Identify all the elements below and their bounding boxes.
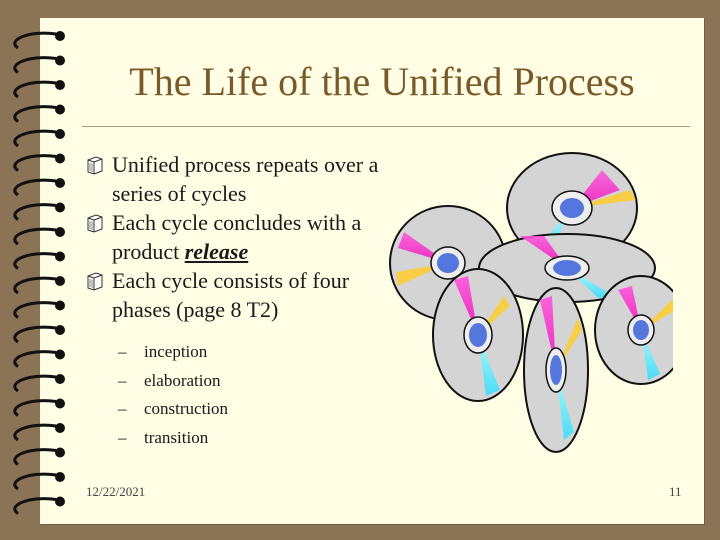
binding-ring [13,80,57,99]
phase-text: transition [144,427,209,447]
binding-ring [13,129,57,148]
cd-disc [432,268,524,402]
binding-ring [13,105,57,123]
binding-hole [55,129,65,139]
binding-hole [55,276,65,286]
cd-discs-illustration [389,152,673,453]
binding-hole [55,496,65,507]
book-icon [87,272,103,291]
binding-ring [13,252,57,270]
binding-hole [55,423,65,433]
binding-hole [55,472,65,482]
dash-marker: – [118,342,127,361]
binding-ring [13,154,57,172]
slide-title: The Life of the Unified Process [129,59,635,104]
binding-ring [13,203,57,221]
bullet-item: Each cycle concludes with a product rele… [84,208,384,266]
binding-hole [55,227,65,237]
cd-disc [478,233,656,303]
phase-item: –construction [118,395,358,424]
binding-ring [13,31,57,50]
phase-text: construction [144,399,229,418]
binding-ring [13,497,57,515]
binding-hole [55,251,65,262]
bullet-text: Unified process repeats over a series of… [112,152,379,206]
release-emphasis: release [184,239,249,264]
phase-item: –transition [118,424,358,453]
binding-hole [55,349,65,360]
dash-marker: – [118,427,127,447]
binding-ring [13,448,57,466]
binding-ring [13,350,57,368]
binding-hole [55,80,65,90]
phase-text: inception [144,342,208,361]
bullet-item: Each cycle consists of four phases (page… [84,266,384,324]
binding-ring [13,374,57,393]
page-number: 11 [669,484,682,499]
book-icon [87,156,103,175]
binding-ring [13,325,57,344]
binding-hole [55,374,65,384]
binding-ring [13,301,57,319]
binding-hole [55,398,65,409]
title-divider [82,126,690,127]
binding-hole [55,325,65,335]
phase-list: –inception –elaboration –construction –t… [118,338,358,452]
binding-hole [55,31,65,41]
binding-hole [55,202,65,213]
dash-marker: – [118,399,127,418]
binding-ring [13,423,57,442]
dash-marker: – [118,370,127,390]
spiral-binding [13,31,65,515]
cd-disc [594,275,673,385]
binding-hole [55,300,65,311]
binding-hole [55,447,65,458]
book-icon [87,214,103,233]
binding-ring [13,399,57,417]
footer-date: 12/22/2021 [86,484,146,499]
binding-ring [13,56,57,74]
binding-hole [55,104,65,115]
binding-ring [13,178,57,197]
bullet-text: Each cycle consists of four phases (page… [112,268,350,322]
binding-hole [55,178,65,188]
phase-text: elaboration [144,370,221,390]
cd-disc [523,287,589,453]
binding-hole [55,153,65,164]
bullet-text: Each cycle concludes with a product [112,210,362,264]
binding-hole [55,55,65,66]
bullet-list: Unified process repeats over a series of… [84,150,384,324]
phase-item: –inception [118,338,358,367]
phase-item: –elaboration [118,367,358,396]
binding-ring [13,472,57,491]
bullet-item: Unified process repeats over a series of… [84,150,384,208]
binding-ring [13,276,57,295]
binding-ring [13,227,57,246]
